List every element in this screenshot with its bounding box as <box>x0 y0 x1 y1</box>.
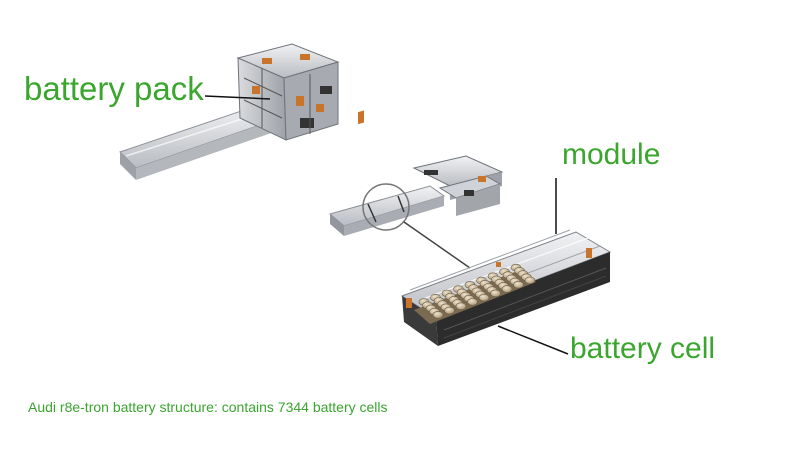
battery-pack-leader-line <box>204 95 271 100</box>
battery-cell-top <box>501 285 513 293</box>
battery-cell-top <box>524 276 536 285</box>
module-label: module <box>562 138 661 171</box>
battery-cell-label: battery cell <box>570 332 716 365</box>
battery-cell-leader-line <box>497 325 569 355</box>
module-image <box>400 229 612 346</box>
battery-cell-top <box>478 293 490 302</box>
caption: Audi r8e-tron battery structure: contain… <box>28 399 388 415</box>
battery-cell-top <box>444 306 455 315</box>
exploded-pack-image <box>328 110 504 269</box>
battery-cell-top <box>432 311 444 319</box>
battery-cell-top <box>455 302 467 310</box>
cell-array <box>418 263 536 319</box>
battery-cell-top <box>467 298 478 306</box>
battery-cell-top <box>490 289 501 297</box>
battery-pack-label: battery pack <box>24 70 204 107</box>
battery-pack-image <box>119 43 340 180</box>
battery-cell-top <box>513 281 524 289</box>
